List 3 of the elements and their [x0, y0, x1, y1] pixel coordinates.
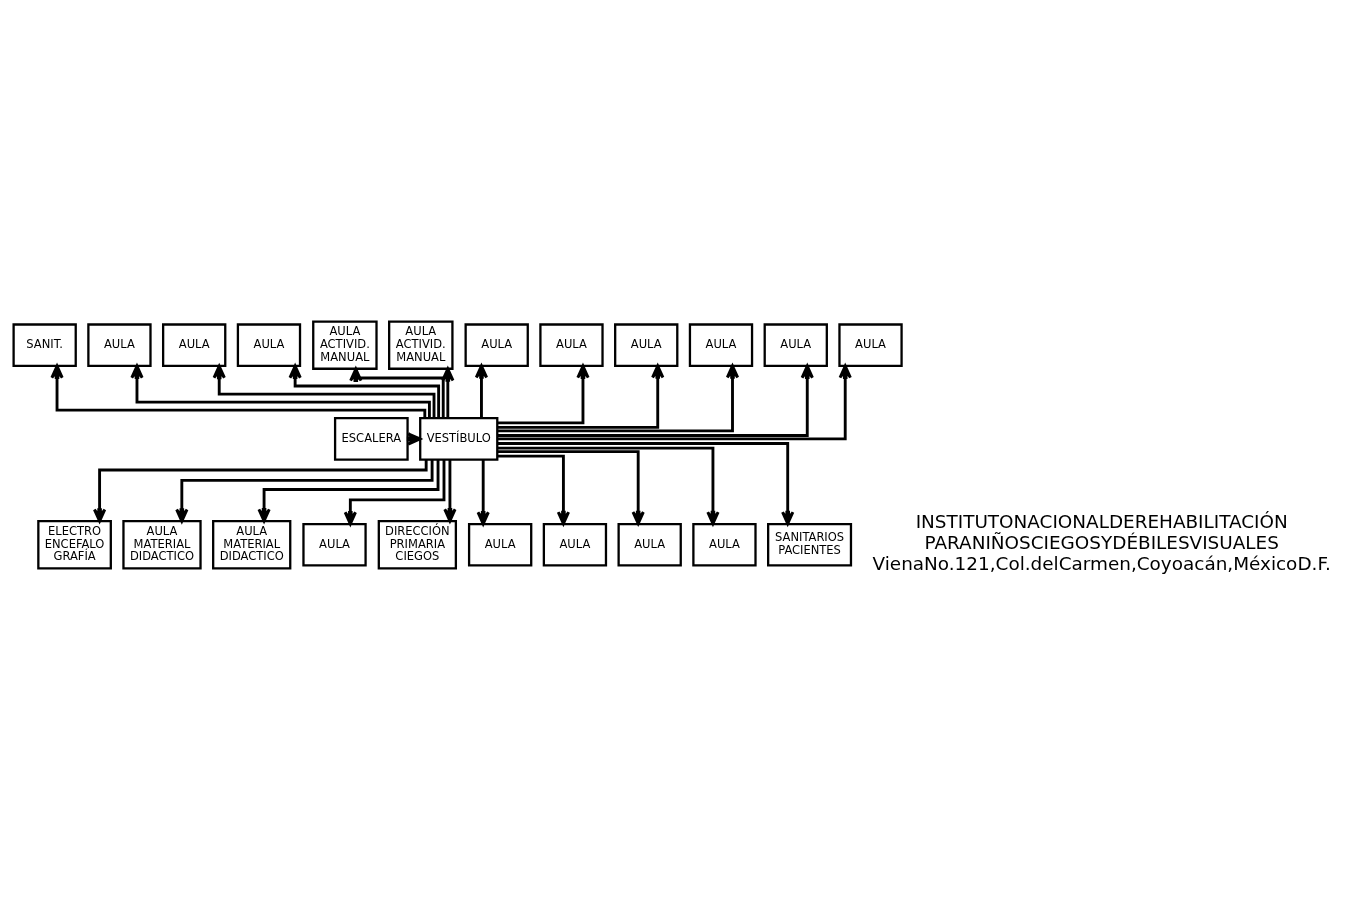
label: INSTITUTONACIONALDEREHABILITACIÓN [915, 510, 1288, 532]
label: PARANIÑOSCIEGOSYDÉBILESVISUALES [924, 531, 1279, 553]
label: VienaNo.121,Col.delCarmen,Coyoacán,MéxicoD.F. [872, 552, 1331, 574]
